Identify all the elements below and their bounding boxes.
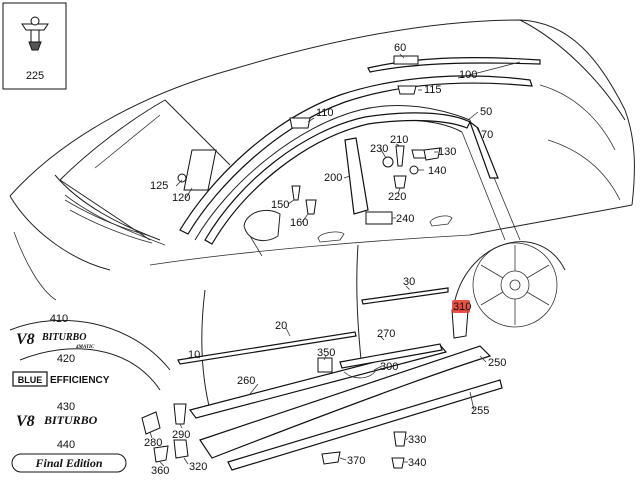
badge-420: 420 BLUE EFFICIENCY [12,353,110,387]
clip-icon [21,16,49,51]
part-340 [391,457,405,469]
badge-430-number: 430 [57,401,75,413]
leader-lines [149,53,521,467]
part-320 [173,439,189,459]
callout-290: 290 [172,429,190,441]
callout-220: 220 [388,191,406,203]
badge-430-prefix: V8 [16,413,35,430]
callout-140: 140 [428,165,446,177]
callout-20: 20 [275,320,287,332]
part-370 [321,451,341,465]
callout-260: 260 [237,375,255,387]
callout-130: 130 [438,146,456,158]
callout-310-highlight: 310 [452,300,471,313]
part-150 [291,185,301,201]
callout-310: 310 [453,301,471,313]
callout-50: 50 [480,106,492,118]
callout-70: 70 [481,129,493,141]
part-310 [451,309,469,339]
callout-340: 340 [408,457,426,469]
callout-350: 350 [317,347,335,359]
mirror-outline [243,210,281,257]
callout-250: 250 [488,357,506,369]
badge-430: 430 V8 BITURBO [16,401,98,430]
callout-30: 30 [403,276,415,288]
badge-420-number: 420 [57,353,75,365]
part-240 [365,211,393,225]
callout-60: 60 [394,42,406,54]
badge-410-number: 410 [50,313,68,325]
callout-360: 360 [151,465,169,477]
part-330 [393,431,407,447]
part-160 [305,199,317,215]
callout-255: 255 [471,405,489,417]
badge-440: 440 Final Edition [11,439,127,473]
callout-280: 280 [144,437,162,449]
callout-110: 110 [316,107,334,119]
part-125 [177,173,187,183]
small-parts [141,55,469,469]
badge-440-main: Final Edition [34,456,102,470]
badge-420-main: EFFICIENCY [50,375,110,386]
part-110 [289,117,311,129]
callout-125: 125 [150,180,168,192]
moulding-strips [177,57,541,471]
part-280 [141,411,161,435]
badge-440-number: 440 [57,439,75,451]
inset-part-number: 225 [26,70,44,82]
callout-100: 100 [459,69,477,81]
badge-410: 410 V8 BITURBO 4MATIC [16,313,95,350]
callout-230: 230 [370,143,388,155]
badge-430-main: BITURBO [43,413,98,427]
callout-330: 330 [408,434,426,446]
rear-wheel [472,242,558,328]
part-220 [393,175,407,189]
part-350 [317,357,333,373]
part-115 [397,85,417,95]
callout-10: 10 [188,349,200,361]
callout-160: 160 [290,217,308,229]
part-290 [173,403,187,425]
callout-115: 115 [424,84,442,96]
part-120 [183,149,217,191]
callout-320: 320 [189,461,207,473]
badge-410-sub: 4MATIC [75,345,95,350]
callout-370: 370 [347,455,365,467]
part-130-b [423,147,441,161]
callout-200: 200 [324,172,342,184]
part-230 [382,156,394,168]
callout-300: 300 [380,361,398,373]
part-140 [409,165,419,175]
badge-410-main: BITURBO [41,332,86,343]
callout-240: 240 [396,213,414,225]
part-210 [395,145,405,167]
inset-box-225: 225 [2,2,67,90]
part-300 [343,369,377,379]
badge-410-prefix: V8 [16,331,35,348]
part-60 [393,55,419,65]
callout-270: 270 [377,328,395,340]
callout-120: 120 [172,192,190,204]
callout-210: 210 [390,134,408,146]
callout-numbers: 60 100 115 110 50 70 210 230 130 140 125… [144,42,506,477]
part-360 [153,445,169,463]
callout-150: 150 [271,199,289,211]
badge-420-box-text: BLUE [18,375,43,385]
